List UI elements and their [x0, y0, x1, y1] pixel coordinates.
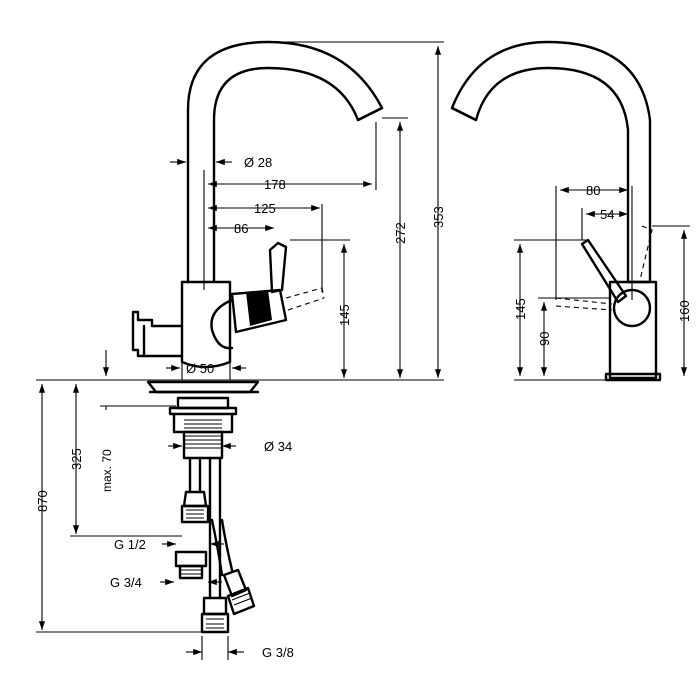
label-d34: Ø 34: [264, 439, 292, 454]
front-spout-nozzle: [356, 106, 384, 122]
dimension-labels: Ø 28 178 125 86 Ø 50 Ø 34 G 1/2 G 3/4 G …: [35, 155, 692, 660]
label-g38: G 3/8: [262, 645, 294, 660]
label-d353: 353: [431, 206, 446, 228]
label-g12: G 1/2: [114, 537, 146, 552]
label-d272: 272: [393, 222, 408, 244]
label-d80: 80: [586, 183, 600, 198]
side-base: [604, 372, 662, 382]
label-d145-side: 145: [513, 298, 528, 320]
label-d870: 870: [35, 490, 50, 512]
dimension-lines: [36, 41, 690, 660]
label-d90: 90: [537, 332, 552, 346]
label-d178: 178: [264, 177, 286, 192]
label-d28: Ø 28: [244, 155, 272, 170]
front-lever: [268, 241, 288, 294]
front-diverter-knob: [131, 310, 184, 358]
label-dmax70: max. 70: [100, 449, 114, 492]
label-d50: Ø 50: [186, 361, 214, 376]
label-d54: 54: [600, 207, 614, 222]
front-supply-hoses: [174, 456, 256, 634]
side-spout: [450, 40, 652, 284]
side-body: [608, 280, 658, 380]
label-g34: G 3/4: [110, 575, 142, 590]
label-d145-front: 145: [337, 304, 352, 326]
label-d325: 325: [69, 448, 84, 470]
front-body: [180, 280, 232, 369]
front-threaded-shank: [168, 396, 238, 460]
side-lever: [580, 238, 628, 304]
front-spout: [186, 40, 384, 284]
label-d86: 86: [234, 221, 248, 236]
side-view: [450, 40, 662, 382]
label-d160: 160: [677, 300, 692, 322]
label-d125: 125: [254, 201, 276, 216]
front-base: [146, 380, 260, 394]
